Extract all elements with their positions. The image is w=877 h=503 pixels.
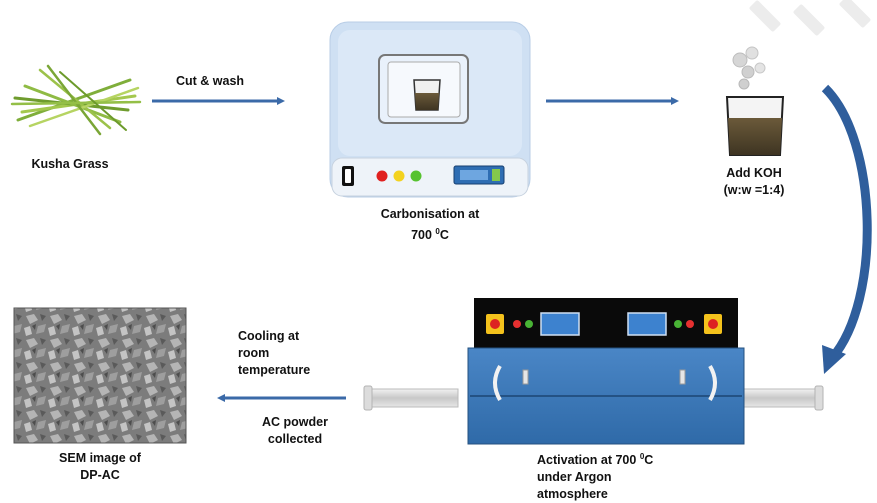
label-cut-wash: Cut & wash: [176, 74, 245, 88]
label-sem-image: SEM image of DP-AC: [59, 451, 141, 482]
tube-furnace: [363, 298, 824, 445]
label-carbonisation-temp: 700 0C: [411, 227, 449, 243]
label-cooling: Cooling at room temperature: [238, 329, 311, 377]
curved-arrow: [821, 84, 872, 361]
label-add-koh: Add KOH (w:w =1:4): [723, 166, 785, 197]
carbonisation-furnace: [329, 21, 531, 198]
label-ac-powder: AC powder collected: [262, 415, 328, 446]
curved-arrow-head: [822, 345, 846, 374]
label-activation: Activation at 700 0C under Argon atmosph…: [537, 452, 654, 502]
koh-beaker: [725, 46, 785, 156]
label-carbonisation: Carbonisation at 700 0C: [350, 206, 510, 244]
label-kusha-grass: Kusha Grass: [31, 157, 109, 171]
kusha-grass-image: [10, 64, 142, 136]
sem-image: [13, 307, 187, 444]
